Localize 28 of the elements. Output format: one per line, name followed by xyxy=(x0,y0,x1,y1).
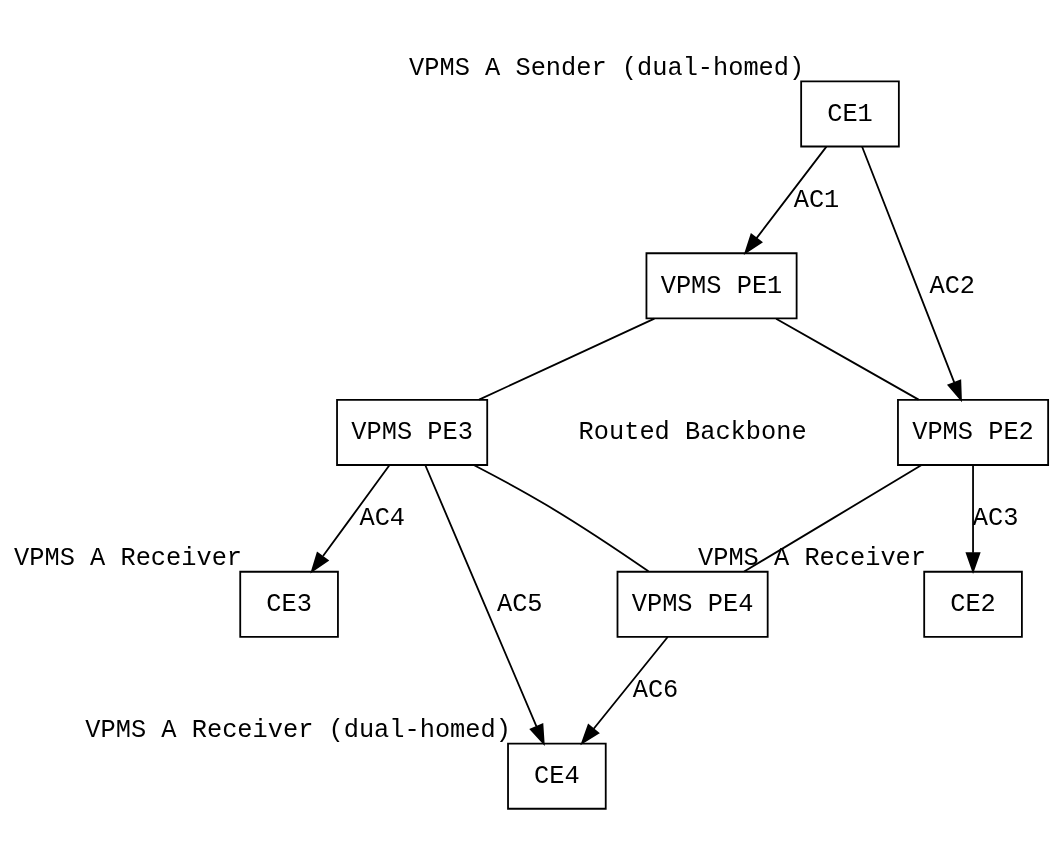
arrow xyxy=(310,464,391,574)
node-box: VPMS PE4 xyxy=(616,570,769,638)
edge-label: AC6 xyxy=(632,675,679,705)
arrow xyxy=(861,145,962,403)
connector xyxy=(473,464,650,573)
arrow xyxy=(965,464,981,574)
edge-label: AC1 xyxy=(793,185,840,215)
node-label: VPMS A Receiver (dual-homed) xyxy=(85,715,511,745)
label: Routed Backbone xyxy=(578,418,807,448)
node-box: CE2 xyxy=(923,570,1023,638)
node-box: VPMS PE1 xyxy=(645,252,798,320)
arrow xyxy=(424,464,545,746)
node-box: CE4 xyxy=(507,742,607,810)
node-label: VPMS A Receiver xyxy=(698,543,927,573)
connector xyxy=(743,464,923,573)
connector xyxy=(775,317,920,401)
node-label: VPMS A Receiver xyxy=(14,543,243,573)
arrow xyxy=(580,636,669,746)
node-box: VPMS PE3 xyxy=(336,398,489,466)
node-box: CE3 xyxy=(239,570,339,638)
node-label: VPMS A Sender (dual-homed) xyxy=(409,53,805,83)
connector xyxy=(478,317,656,401)
node-box: CE1 xyxy=(800,80,900,148)
edge-label: AC2 xyxy=(929,271,976,301)
node-box: VPMS PE2 xyxy=(897,398,1050,466)
edge-label: AC5 xyxy=(496,589,543,619)
edge-label: AC4 xyxy=(359,504,406,534)
arrow xyxy=(743,145,828,255)
